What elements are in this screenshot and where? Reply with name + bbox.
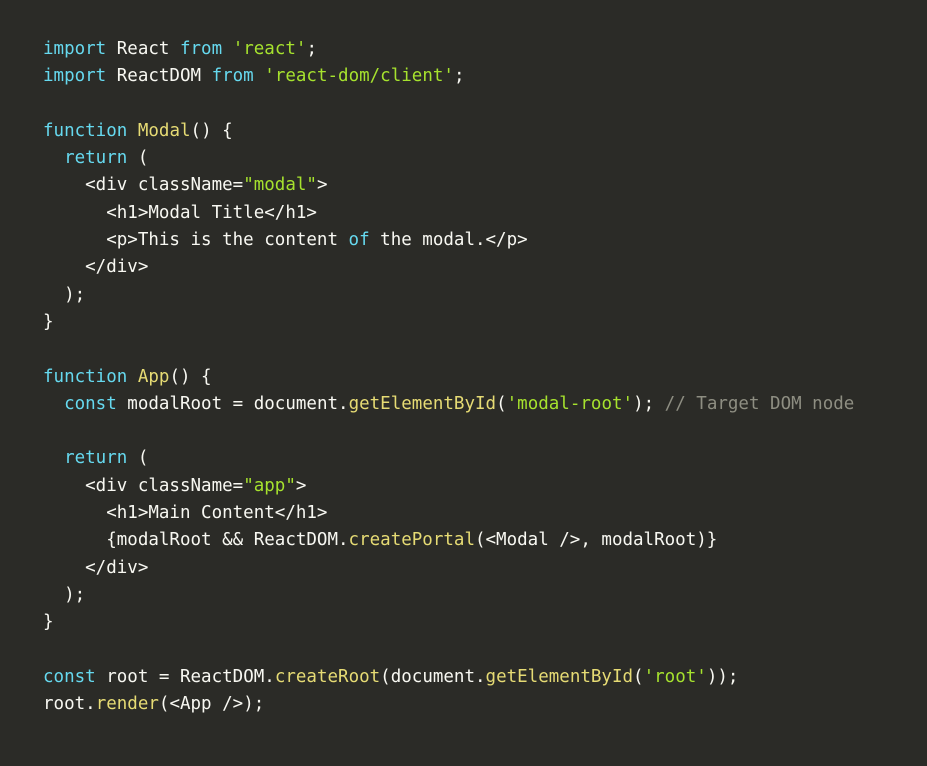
- code-token-plain: (<App />);: [158, 694, 265, 715]
- code-line: <div className="app">: [43, 473, 927, 500]
- code-line: <h1>Main Content</h1>: [43, 500, 927, 527]
- code-token-plain: modalRoot = document.: [116, 393, 349, 414]
- code-line: }: [43, 609, 927, 636]
- code-token-method: getElementById: [485, 666, 634, 687]
- code-token-comment: // Target DOM node: [664, 393, 855, 414]
- code-token-plain: ));: [706, 666, 739, 687]
- code-token-keyword: from: [179, 39, 223, 59]
- code-line: ​: [43, 637, 927, 664]
- code-token-plain: (: [127, 448, 149, 469]
- code-token-plain: );: [633, 393, 665, 414]
- code-token-function: App: [137, 366, 170, 387]
- code-line: ​: [43, 336, 927, 363]
- code-token-plain: <h1>Modal Title</h1>: [43, 202, 317, 223]
- code-token-method: createRoot: [274, 666, 381, 687]
- code-line: const modalRoot = document.getElementByI…: [43, 391, 927, 418]
- code-line: <div className="modal">: [43, 172, 927, 199]
- code-token-plain: >: [295, 475, 307, 496]
- code-line: return (: [43, 445, 927, 472]
- code-block: import React from 'react';import ReactDO…: [43, 36, 927, 718]
- code-token-plain: <h1>Main Content</h1>: [43, 503, 328, 524]
- code-line: </div>: [43, 254, 927, 281]
- code-token-plain: root = ReactDOM.: [95, 666, 275, 687]
- code-token-function: Modal: [137, 120, 191, 141]
- code-token-keyword: function: [43, 366, 128, 387]
- code-line: {modalRoot && ReactDOM.createPortal(<Mod…: [43, 527, 927, 554]
- code-token-plain: [43, 448, 64, 468]
- code-line: function Modal() {: [43, 118, 927, 145]
- code-token-plain: </div>: [43, 557, 149, 578]
- code-line: <h1>Modal Title</h1>: [43, 200, 927, 227]
- code-token-plain: </div>: [43, 257, 149, 278]
- code-token-plain: (: [127, 148, 149, 169]
- code-token-plain: ;: [453, 66, 465, 87]
- code-token-plain: root.: [43, 694, 96, 715]
- code-token-plain: );: [43, 584, 86, 605]
- code-token-keyword: from: [211, 66, 254, 87]
- code-token-method: getElementById: [348, 393, 497, 414]
- code-line: ​: [43, 91, 927, 118]
- code-token-plain: }: [43, 612, 54, 633]
- code-token-plain: >: [316, 175, 328, 196]
- code-token-keyword: return: [64, 148, 128, 169]
- code-token-keyword: import: [43, 39, 107, 59]
- code-token-string: "app": [243, 475, 296, 496]
- code-line: root.render(<App />);: [43, 691, 927, 718]
- code-token-plain: () {: [190, 120, 233, 141]
- code-token-plain: (: [633, 666, 644, 687]
- code-token-plain: }: [43, 311, 54, 332]
- code-line: </div>: [43, 555, 927, 582]
- code-token-plain: [43, 394, 64, 414]
- code-token-keyword: const: [43, 666, 96, 687]
- code-line: function App() {: [43, 364, 927, 391]
- code-token-plain: (document.: [380, 666, 486, 687]
- code-line: );: [43, 282, 927, 309]
- code-token-keyword: const: [64, 393, 117, 414]
- code-token-plain: (: [496, 393, 507, 414]
- code-token-string: 'react-dom/client': [264, 66, 454, 87]
- code-token-keyword: return: [64, 448, 128, 469]
- code-token-keyword: of: [348, 230, 370, 251]
- code-line: return (: [43, 145, 927, 172]
- code-line: import React from 'react';: [43, 36, 927, 63]
- code-token-plain: <div className=: [43, 175, 244, 196]
- code-line: ​: [43, 418, 927, 445]
- code-token-keyword: function: [43, 120, 128, 141]
- code-token-keyword: import: [43, 66, 107, 87]
- code-line: <p>This is the content of the modal.</p>: [43, 227, 927, 254]
- code-token-plain: [127, 121, 138, 141]
- code-token-plain: [127, 367, 138, 387]
- code-token-method: createPortal: [348, 530, 475, 551]
- code-token-plain: () {: [169, 366, 212, 387]
- code-token-string: 'react': [232, 39, 307, 59]
- code-token-plain: ;: [306, 39, 317, 59]
- code-token-plain: [222, 39, 233, 59]
- code-line: import ReactDOM from 'react-dom/client';: [43, 63, 927, 90]
- code-token-plain: (<Modal />, modalRoot)}: [474, 530, 718, 551]
- code-token-plain: <p>This is the content: [43, 230, 349, 251]
- code-token-plain: <div className=: [43, 475, 244, 496]
- code-token-plain: React: [106, 39, 180, 59]
- code-line: const root = ReactDOM.createRoot(documen…: [43, 664, 927, 691]
- code-token-plain: [43, 148, 64, 168]
- code-token-plain: ReactDOM: [106, 66, 212, 87]
- code-token-string: 'modal-root': [506, 393, 634, 414]
- code-token-string: 'root': [643, 666, 707, 687]
- code-line: );: [43, 582, 927, 609]
- code-token-plain: );: [43, 284, 86, 305]
- code-line: }: [43, 309, 927, 336]
- code-token-plain: {modalRoot && ReactDOM.: [43, 530, 349, 551]
- code-token-plain: [254, 66, 265, 86]
- code-token-plain: the modal.</p>: [369, 230, 528, 251]
- code-token-method: render: [95, 694, 159, 715]
- code-token-string: "modal": [243, 175, 317, 196]
